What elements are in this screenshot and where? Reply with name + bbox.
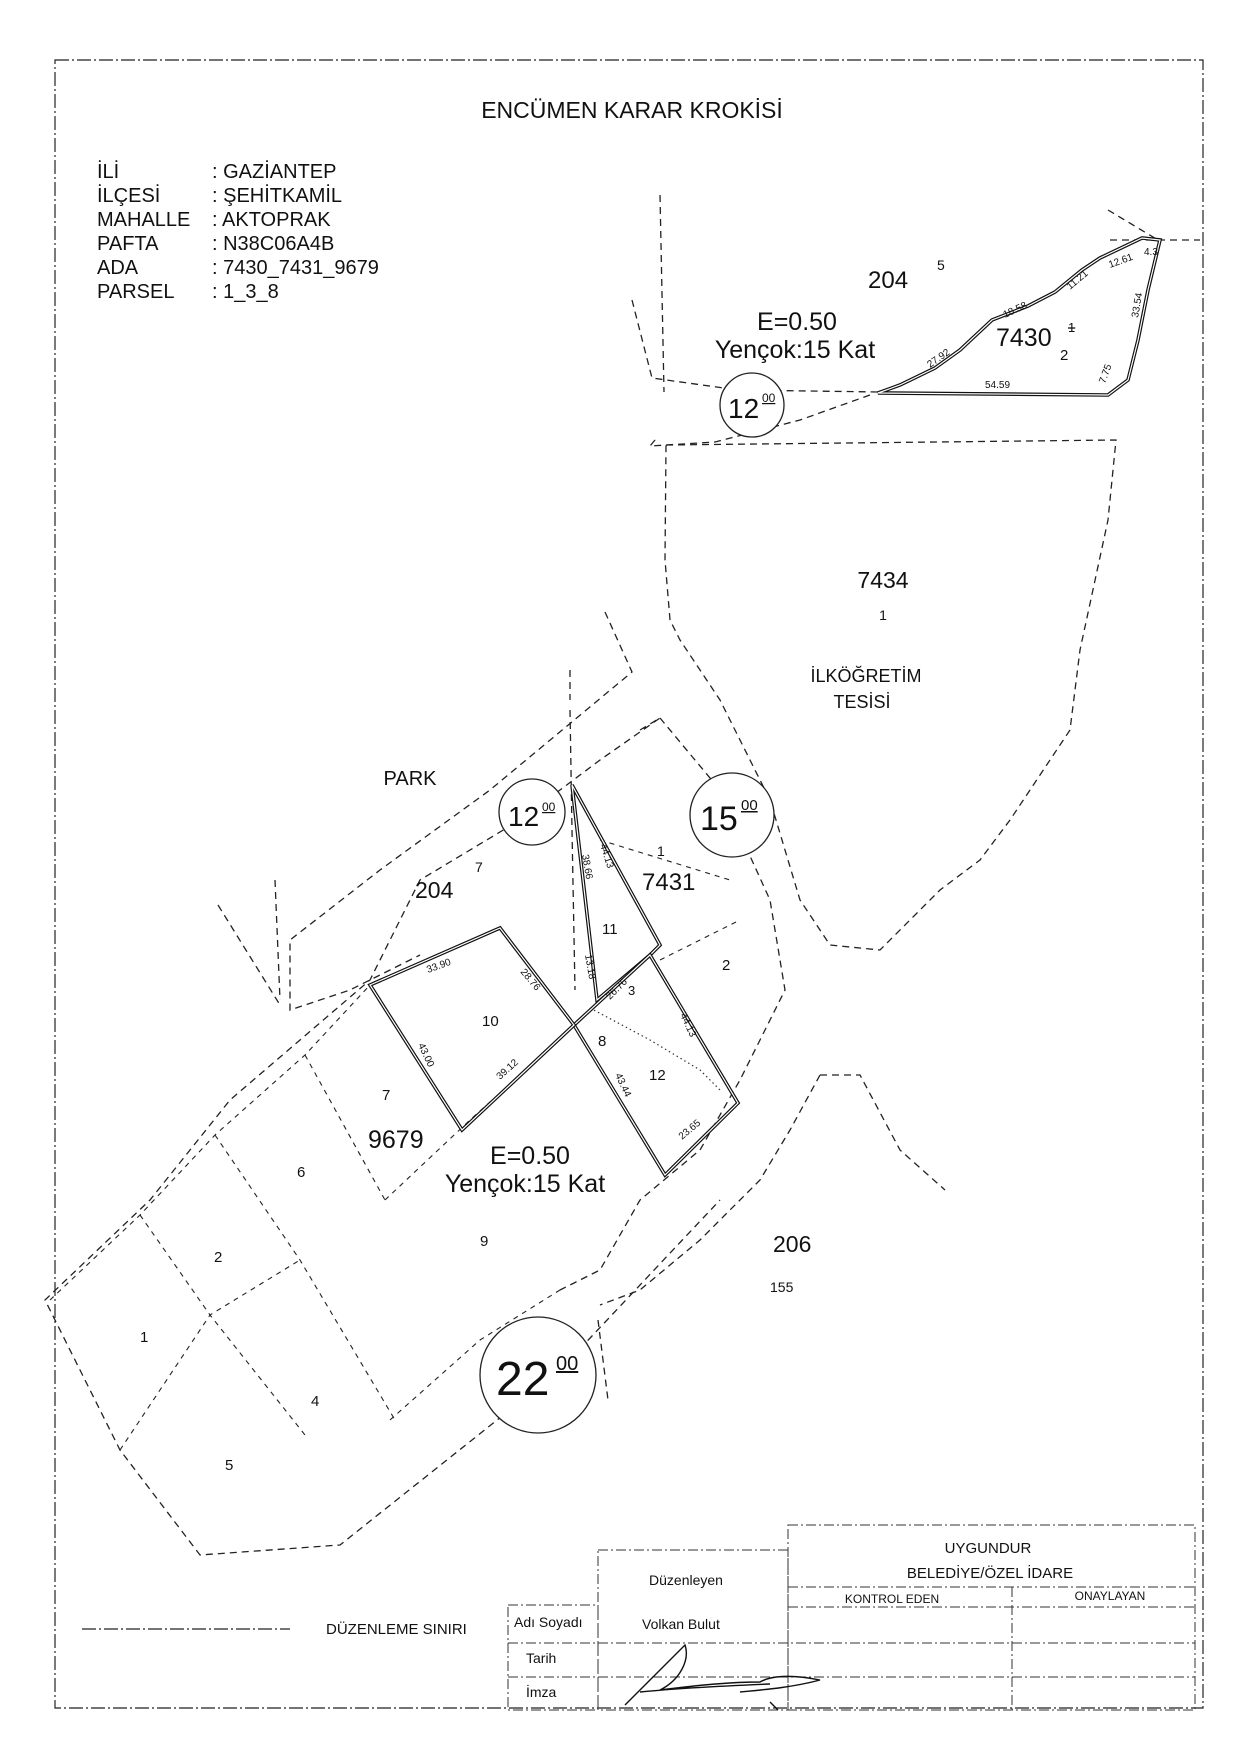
road-width-sup: 00 [542,800,556,814]
block-7434-parcel: 1 [879,607,887,623]
block-labels: 204 5 E=0.50 Yençok:15 Kat 7430 2 1 7434… [368,257,1075,1295]
block-204-top: 204 [868,267,908,294]
block-206-parcel: 155 [770,1279,794,1295]
sheet-title: ENCÜMEN KARAR KROKİSİ [481,97,783,123]
signature-table: UYGUNDUR BELEDİYE/ÖZEL İDARE KONTROL EDE… [507,1524,1196,1711]
parcel-number: 4 [311,1393,319,1410]
block-206: 206 [773,1231,811,1257]
block-7430-old-parcel: 1 [1068,320,1075,335]
dimension-label: 18.58 [1002,300,1030,321]
zoning-bottom-h: Yençok:15 Kat [445,1170,605,1198]
road-width-22: 22 00 [479,1316,597,1434]
park-label: PARK [384,768,438,790]
sign-label: İmza [526,1683,557,1700]
legend: DÜZENLEME SINIRI [82,1620,467,1638]
block-lines-central [44,611,946,1556]
dimensions-7430: 27.92 18.58 11.21 12.61 4.3 33.54 7.75 5… [925,247,1158,391]
dimension-label: 38.66 [579,854,594,881]
dimension-label: 7.75 [1097,363,1114,385]
parcel-number: 2 [722,957,730,974]
duzenleyen-label: Düzenleyen [649,1572,723,1588]
block-204-mid-parcel: 7 [475,859,483,875]
block-7434-use-2: TESİSİ [833,692,890,712]
zoning-top-e: E=0.50 [757,308,837,336]
road-width-value: 15 [700,800,738,838]
parcel-number: 1 [140,1329,148,1346]
name-label: Adı Soyadı [514,1614,583,1630]
info-value: : GAZİANTEP [212,160,336,183]
block-7430-parcel: 2 [1060,347,1068,364]
parcel-numbers: 11 2 10 3 8 12 7 6 2 9 1 4 5 [140,921,730,1474]
onaylayan-label: ONAYLAYAN [1075,1589,1146,1603]
dimension-label: 43.00 [415,1042,436,1070]
dimension-label: 54.59 [985,380,1010,391]
info-value: : N38C06A4B [212,233,334,255]
block-7434: 7434 [857,567,908,593]
block-7434-use-1: İLKÖĞRETİM [810,665,921,686]
info-key: PAFTA [97,233,159,255]
dimension-label: 33.54 [1130,292,1145,319]
parcel-number: 6 [297,1164,305,1181]
parcel-9679-outline [367,925,577,1133]
road-width-sup: 00 [556,1353,578,1375]
block-204-mid: 204 [415,877,454,903]
parcel-number: 10 [482,1013,499,1030]
kontrol-eden-label: KONTROL EDEN [845,1592,939,1606]
dimension-label: 12.61 [1107,252,1135,271]
info-key: İLÇESİ [97,184,160,207]
block-lines-north [631,194,1200,951]
road-width-15: 15 00 [689,772,775,858]
handwritten-signature [624,1643,821,1706]
road-width-top-12: 12 00 [719,372,785,438]
zoning-bottom-e: E=0.50 [490,1142,570,1170]
approval-authority: BELEDİYE/ÖZEL İDARE [907,1564,1073,1582]
parcel-7430-outline [877,236,1163,397]
parcel-number: 12 [649,1067,666,1084]
road-width-sup: 00 [762,391,776,405]
road-width-park-12: 12 00 [498,778,566,846]
dimensions-9679: 33.90 28.76 43.00 39.12 [415,957,542,1082]
parcel-number: 8 [598,1033,606,1050]
dimension-label: 4.3 [1144,247,1158,258]
approval-heading: UYGUNDUR [945,1540,1032,1557]
parcel-number: 9 [480,1233,488,1250]
info-block: İLİ : GAZİANTEP İLÇESİ : ŞEHİTKAMİL MAHA… [97,160,379,303]
info-key: ADA [97,257,139,279]
info-value: : AKTOPRAK [212,209,331,231]
dimension-label: 44.13 [597,843,615,871]
info-key: İLİ [97,160,119,183]
parcel-number: 7 [382,1087,390,1104]
road-width-value: 12 [728,393,759,424]
zoning-top-h: Yençok:15 Kat [715,336,875,364]
road-width-sup: 00 [741,797,758,814]
block-7431: 7431 [642,869,695,896]
info-value: : ŞEHİTKAMİL [212,184,342,207]
info-key: PARSEL [97,281,174,303]
block-7430: 7430 [996,324,1052,352]
info-key: MAHALLE [97,209,190,231]
dimension-label: 44.13 [677,1012,698,1040]
block-204-top-parcel: 5 [937,257,945,273]
parcel-number: 3 [628,983,635,998]
road-width-value: 12 [508,801,539,832]
parcel-number: 5 [225,1457,233,1474]
page-frame [54,59,1204,1709]
date-label: Tarih [526,1650,556,1666]
road-width-value: 22 [496,1353,549,1406]
parcel-7431-outline [570,784,741,1178]
parcel-number: 2 [214,1249,222,1266]
block-9679: 9679 [368,1126,424,1154]
info-value: : 7430_7431_9679 [212,257,379,279]
info-value: : 1_3_8 [212,281,279,303]
legend-label: DÜZENLEME SINIRI [326,1620,467,1638]
dimension-label: 26.76 [604,976,630,1002]
name-value: Volkan Bulut [642,1616,720,1632]
dimension-label: 13.18 [582,954,597,981]
block-7431-parcel: 1 [657,843,665,859]
parcel-number: 11 [602,921,618,938]
